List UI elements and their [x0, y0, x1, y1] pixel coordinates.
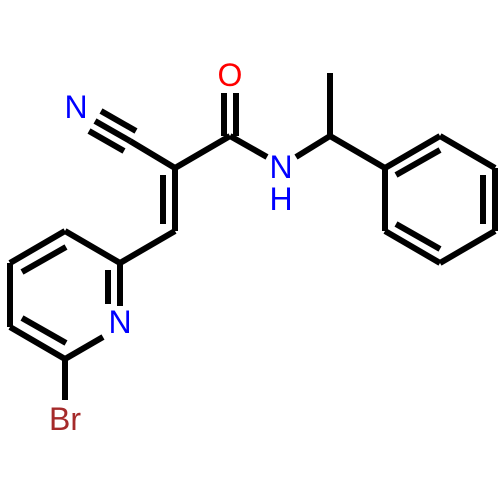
bond-alpha-nitrile-carbon [128, 138, 177, 171]
bond-nitrile-triple-2 [99, 108, 138, 134]
bromine-label: Br [49, 401, 81, 437]
phenyl-ring [382, 133, 498, 266]
bond-pyridine-c5-c6 [8, 324, 67, 362]
bond-pyridine-c6-n1 [63, 334, 105, 362]
bond-pyridine-vinyl [118, 228, 177, 266]
amide-hydrogen-label: H [269, 181, 292, 217]
nitrile-nitrogen-label: N [64, 89, 87, 125]
bond-phenyl-c1-c2-inner [394, 147, 442, 178]
atom-labels: O N N H N Br [49, 57, 293, 437]
acrylamide-chain [87, 93, 269, 266]
amide-nitrogen-label: N [269, 149, 292, 185]
bond-chiral-c-phenyl [328, 133, 387, 171]
pyridine-ring [7, 228, 123, 400]
bond-pyridine-c3-c4 [8, 228, 67, 266]
bond-phenyl-c4-c5 [438, 228, 497, 266]
bond-pyridine-c3-c4-inner [20, 244, 68, 275]
bond-nitrile-triple-3 [87, 128, 126, 154]
bond-phenyl-c5-c6-inner [394, 221, 442, 252]
bond-amide-n-chiral-c [294, 133, 332, 160]
bond-nitrile-triple-1 [93, 118, 132, 144]
pyridine-nitrogen-label: N [108, 304, 131, 340]
bond-carbonyl-amide-n [228, 133, 269, 160]
bond-phenyl-c5-c6 [383, 228, 442, 266]
bond-pyridine-c5-c6-inner [20, 315, 68, 346]
oxygen-label: O [218, 57, 243, 93]
bond-phenyl-c2-c3 [438, 133, 497, 171]
bond-alpha-carbonyl [173, 133, 232, 171]
bond-phenyl-c1-c2 [383, 133, 442, 171]
bond-pyridine-c2-c3 [63, 228, 122, 266]
phenylethyl-group [294, 73, 387, 171]
